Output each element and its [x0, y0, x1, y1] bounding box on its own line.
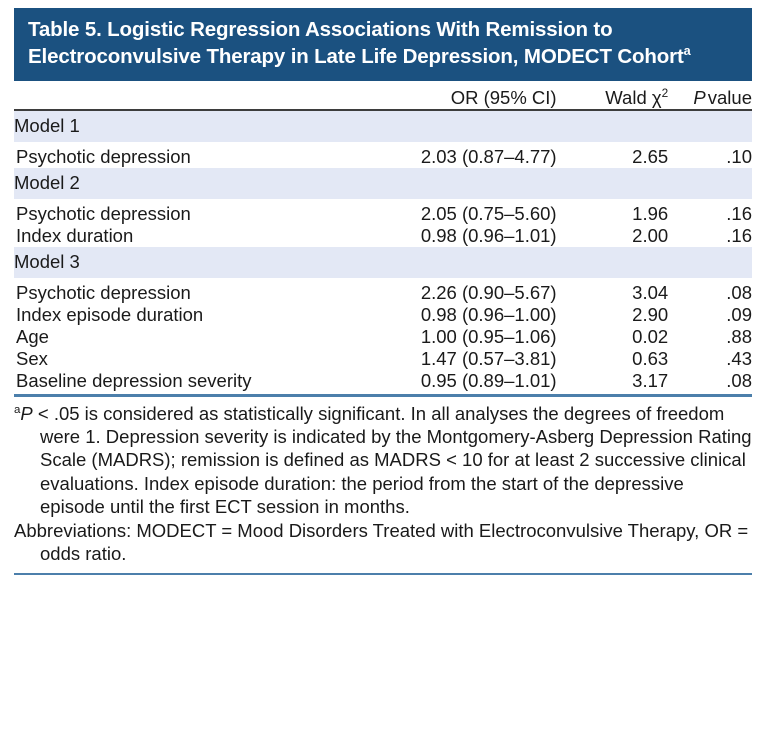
- row-wald: 3.04: [556, 278, 669, 305]
- table-row: Sex 1.47 (0.57–3.81) 0.63 .43: [14, 348, 752, 371]
- table-row: Index duration 0.98 (0.96–1.01) 2.00 .16: [14, 225, 752, 248]
- row-or: 1.00 (0.95–1.06): [365, 326, 557, 349]
- footnote-a-italic: P: [20, 402, 33, 424]
- footnote-a: aP < .05 is considered as statistically …: [14, 402, 752, 518]
- row-wald: 3.17: [556, 370, 669, 393]
- row-pvalue: .43: [668, 348, 752, 371]
- table-row: Index episode duration 0.98 (0.96–1.00) …: [14, 304, 752, 327]
- column-header-or: OR (95% CI): [365, 87, 557, 112]
- row-or: 0.98 (0.96–1.01): [365, 225, 557, 248]
- column-header-pvalue-italic: P: [693, 87, 706, 109]
- table-title-footnote-marker: a: [683, 42, 691, 58]
- table-row: Psychotic depression 2.26 (0.90–5.67) 3.…: [14, 278, 752, 305]
- row-pvalue: .08: [668, 370, 752, 393]
- footnote-abbreviations: Abbreviations: MODECT = Mood Disorders T…: [14, 520, 749, 565]
- table-body-bottom-rule: [14, 394, 752, 397]
- row-pvalue: .88: [668, 326, 752, 349]
- table-row: Psychotic depression 2.05 (0.75–5.60) 1.…: [14, 199, 752, 226]
- row-label: Index episode duration: [14, 304, 366, 327]
- table-bottom-rule: [14, 572, 752, 576]
- row-wald: 0.63: [556, 348, 669, 371]
- table-title: Table 5. Logistic Regression Association…: [28, 17, 738, 70]
- row-wald: 0.02: [556, 326, 669, 349]
- column-header-wald: Wald χ2: [556, 86, 669, 112]
- row-label: Sex: [14, 348, 366, 371]
- group-label-model-3: Model 3: [14, 247, 752, 279]
- group-label-model-2: Model 2: [14, 168, 752, 200]
- column-header-wald-superscript: 2: [661, 86, 669, 101]
- table-group-row: Model 2: [14, 168, 752, 200]
- row-label: Baseline depression severity: [14, 370, 366, 393]
- table-title-text: Table 5. Logistic Regression Association…: [28, 18, 684, 68]
- row-label: Age: [14, 326, 366, 349]
- table-row: Age 1.00 (0.95–1.06) 0.02 .88: [14, 326, 752, 349]
- row-pvalue: .16: [668, 225, 752, 248]
- row-or: 0.98 (0.96–1.00): [365, 304, 557, 327]
- table-row: Psychotic depression 2.03 (0.87–4.77) 2.…: [14, 142, 752, 169]
- group-label-model-1: Model 1: [14, 110, 752, 143]
- row-or: 2.26 (0.90–5.67): [365, 278, 557, 305]
- row-wald: 1.96: [556, 199, 669, 226]
- row-label: Psychotic depression: [14, 278, 366, 305]
- row-wald: 2.90: [556, 304, 669, 327]
- column-header-pvalue-text: value: [707, 87, 752, 109]
- row-pvalue: .08: [668, 278, 752, 305]
- table-group-row: Model 3: [14, 247, 752, 279]
- row-label: Psychotic depression: [14, 199, 366, 226]
- row-label: Index duration: [14, 225, 366, 248]
- table-group-row: Model 1: [14, 110, 752, 143]
- row-or: 2.05 (0.75–5.60): [365, 199, 557, 226]
- row-or: 0.95 (0.89–1.01): [365, 370, 557, 393]
- footnote-a-text: < .05 is considered as statistically sig…: [32, 402, 752, 517]
- row-label: Psychotic depression: [14, 142, 366, 169]
- column-header-wald-text: Wald χ: [605, 87, 662, 109]
- table-footnotes: aP < .05 is considered as statistically …: [14, 402, 752, 566]
- table-title-band: Table 5. Logistic Regression Association…: [14, 8, 752, 82]
- footnote-a-marker: a: [14, 403, 21, 416]
- row-pvalue: .09: [668, 304, 752, 327]
- row-or: 1.47 (0.57–3.81): [365, 348, 557, 371]
- row-wald: 2.65: [556, 142, 669, 169]
- table-row: Baseline depression severity 0.95 (0.89–…: [14, 370, 752, 393]
- table-body: Model 1 Psychotic depression 2.03 (0.87–…: [14, 110, 752, 393]
- column-header-label: [14, 87, 366, 112]
- row-pvalue: .16: [668, 199, 752, 226]
- row-or: 2.03 (0.87–4.77): [365, 142, 557, 169]
- row-wald: 2.00: [556, 225, 669, 248]
- row-pvalue: .10: [668, 142, 752, 169]
